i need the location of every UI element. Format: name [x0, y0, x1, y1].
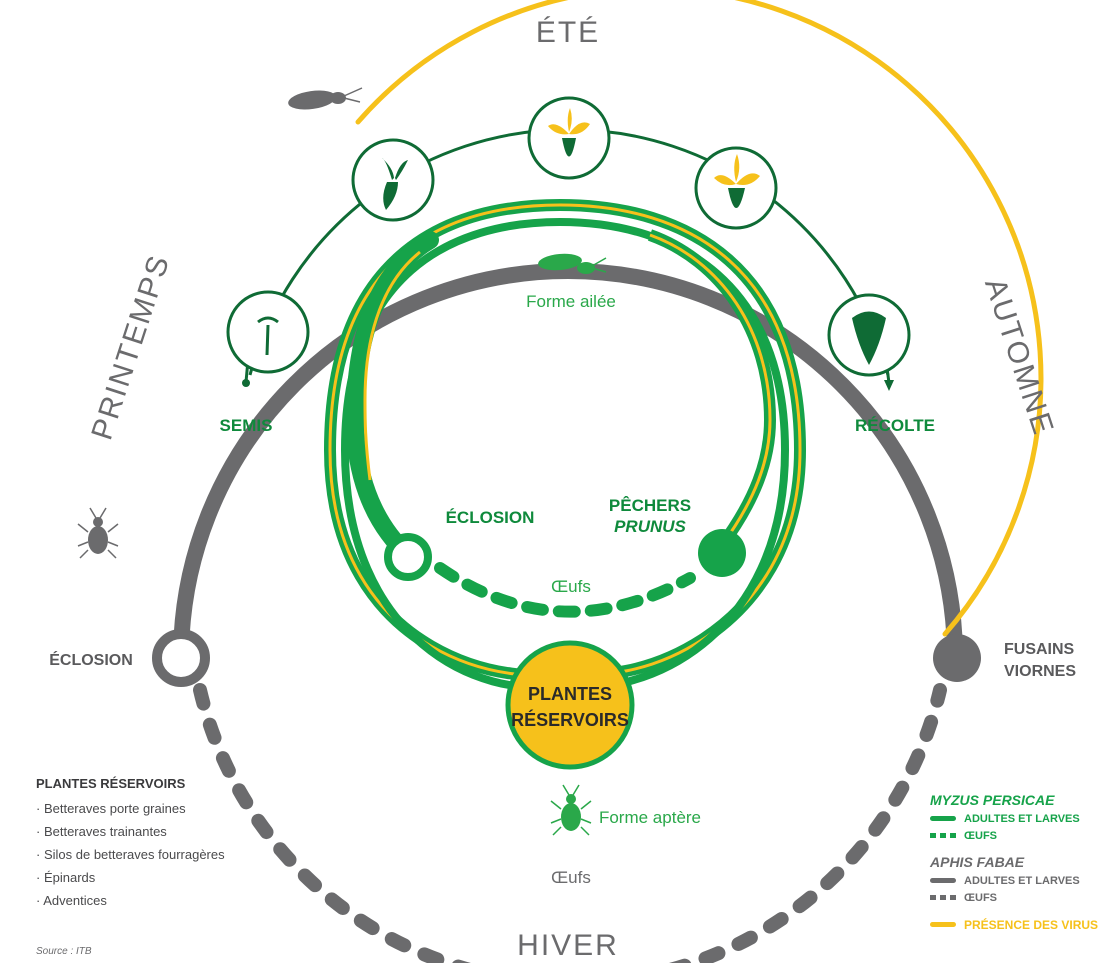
- list-item: Betteraves porte graines: [36, 797, 256, 820]
- aphis-eggs-arc: [193, 683, 947, 963]
- stage-harvest: [827, 293, 911, 377]
- beet-root-icon: [852, 311, 886, 365]
- aphid-winged-green-icon: [538, 253, 607, 274]
- legend-dash-swatch: [930, 895, 956, 900]
- label-plantes-reservoirs-1: PLANTES: [528, 684, 612, 704]
- label-semis: SEMIS: [220, 416, 273, 435]
- list-item: Épinards: [36, 866, 256, 889]
- beet-flower-icon: [728, 188, 745, 208]
- reservoir-plants-list: PLANTES RÉSERVOIRS Betteraves porte grai…: [36, 776, 256, 912]
- label-forme-aptere: Forme aptère: [599, 808, 701, 827]
- season-autumn: AUTOMNE: [978, 274, 1060, 440]
- stage-flower-1: [527, 96, 611, 180]
- legend-solid-swatch: [930, 922, 956, 927]
- legend-solid-swatch: [930, 816, 956, 821]
- season-winter: HIVER: [517, 929, 619, 962]
- virus-branch-left: [363, 250, 421, 481]
- legend-myzus-title: MYZUS PERSICAE: [930, 792, 1055, 808]
- legend-dash-swatch: [930, 833, 956, 838]
- legend-myzus-adults: ADULTES ET LARVES: [930, 810, 1117, 827]
- eclosion-outer-node: [152, 629, 210, 687]
- list-item: Silos de betteraves fourragères: [36, 843, 256, 866]
- myzus-branch-left: [345, 231, 439, 564]
- stage-semis: [226, 290, 310, 374]
- label-prunus: PRUNUS: [614, 517, 686, 536]
- legend-solid-swatch: [930, 878, 956, 883]
- aphid-apterous-green-icon: [550, 784, 592, 836]
- myzus-eggs-arc: [434, 562, 696, 618]
- legend-label: ŒUFS: [964, 829, 997, 842]
- plantes-reservoirs-node: [505, 640, 635, 770]
- fusains-node: [933, 634, 981, 682]
- label-pechers: PÊCHERS: [609, 496, 691, 515]
- reservoir-list-title: PLANTES RÉSERVOIRS: [36, 776, 186, 791]
- label-eclosion-inner: ÉCLOSION: [446, 508, 535, 527]
- eclosion-inner-node: [384, 533, 432, 581]
- legend-label: ŒUFS: [964, 891, 997, 904]
- legend-aphis-title: APHIS FABAE: [930, 854, 1025, 870]
- list-item: Betteraves trainantes: [36, 820, 256, 843]
- virus-inner-loop-outer: [328, 203, 802, 677]
- young-beet-icon: [382, 158, 408, 210]
- virus-branch-right: [649, 233, 772, 546]
- virus-outer-arc: [355, 0, 1044, 637]
- season-spring: PRINTEMPS: [85, 250, 176, 444]
- legend-aphis-adults: ADULTES ET LARVES: [930, 872, 1117, 889]
- legend: MYZUS PERSICAE ADULTES ET LARVES ŒUFS AP…: [930, 792, 1117, 933]
- stage-young-beet: [351, 138, 435, 222]
- legend-virus: PRÉSENCE DES VIRUS: [930, 916, 1117, 933]
- seedling-icon: [257, 316, 279, 356]
- reservoir-list-items: Betteraves porte graines Betteraves trai…: [36, 797, 256, 912]
- label-fusains: FUSAINS: [1004, 641, 1075, 658]
- label-plantes-reservoirs-2: RÉSERVOIRS: [511, 709, 629, 730]
- myzus-mid-loop: [340, 217, 790, 692]
- label-forme-ailee: Forme ailée: [526, 292, 616, 311]
- legend-myzus-eggs: ŒUFS: [930, 827, 1117, 844]
- label-eclosion-outer: ÉCLOSION: [49, 650, 133, 669]
- list-item: Adventices: [36, 889, 256, 912]
- aphid-winged-gray-icon: [288, 87, 363, 110]
- aphid-apterous-gray-icon: [77, 507, 119, 559]
- label-viornes: VIORNES: [1004, 663, 1076, 680]
- legend-label: ADULTES ET LARVES: [964, 812, 1080, 825]
- aphis-adults-arc: [173, 263, 963, 666]
- season-summer: ÉTÉ: [536, 16, 600, 49]
- legend-label: ADULTES ET LARVES: [964, 874, 1080, 887]
- label-oeufs-outer: Œufs: [551, 868, 591, 887]
- pechers-node: [698, 529, 746, 577]
- stage-flower-2: [694, 146, 778, 230]
- source-note: Source : ITB: [36, 946, 92, 957]
- label-recolte: RÉCOLTE: [855, 416, 935, 435]
- legend-aphis-eggs: ŒUFS: [930, 889, 1117, 906]
- legend-label: PRÉSENCE DES VIRUS: [964, 917, 1099, 932]
- label-oeufs-inner: Œufs: [551, 577, 591, 596]
- beet-flower-icon: [562, 138, 576, 157]
